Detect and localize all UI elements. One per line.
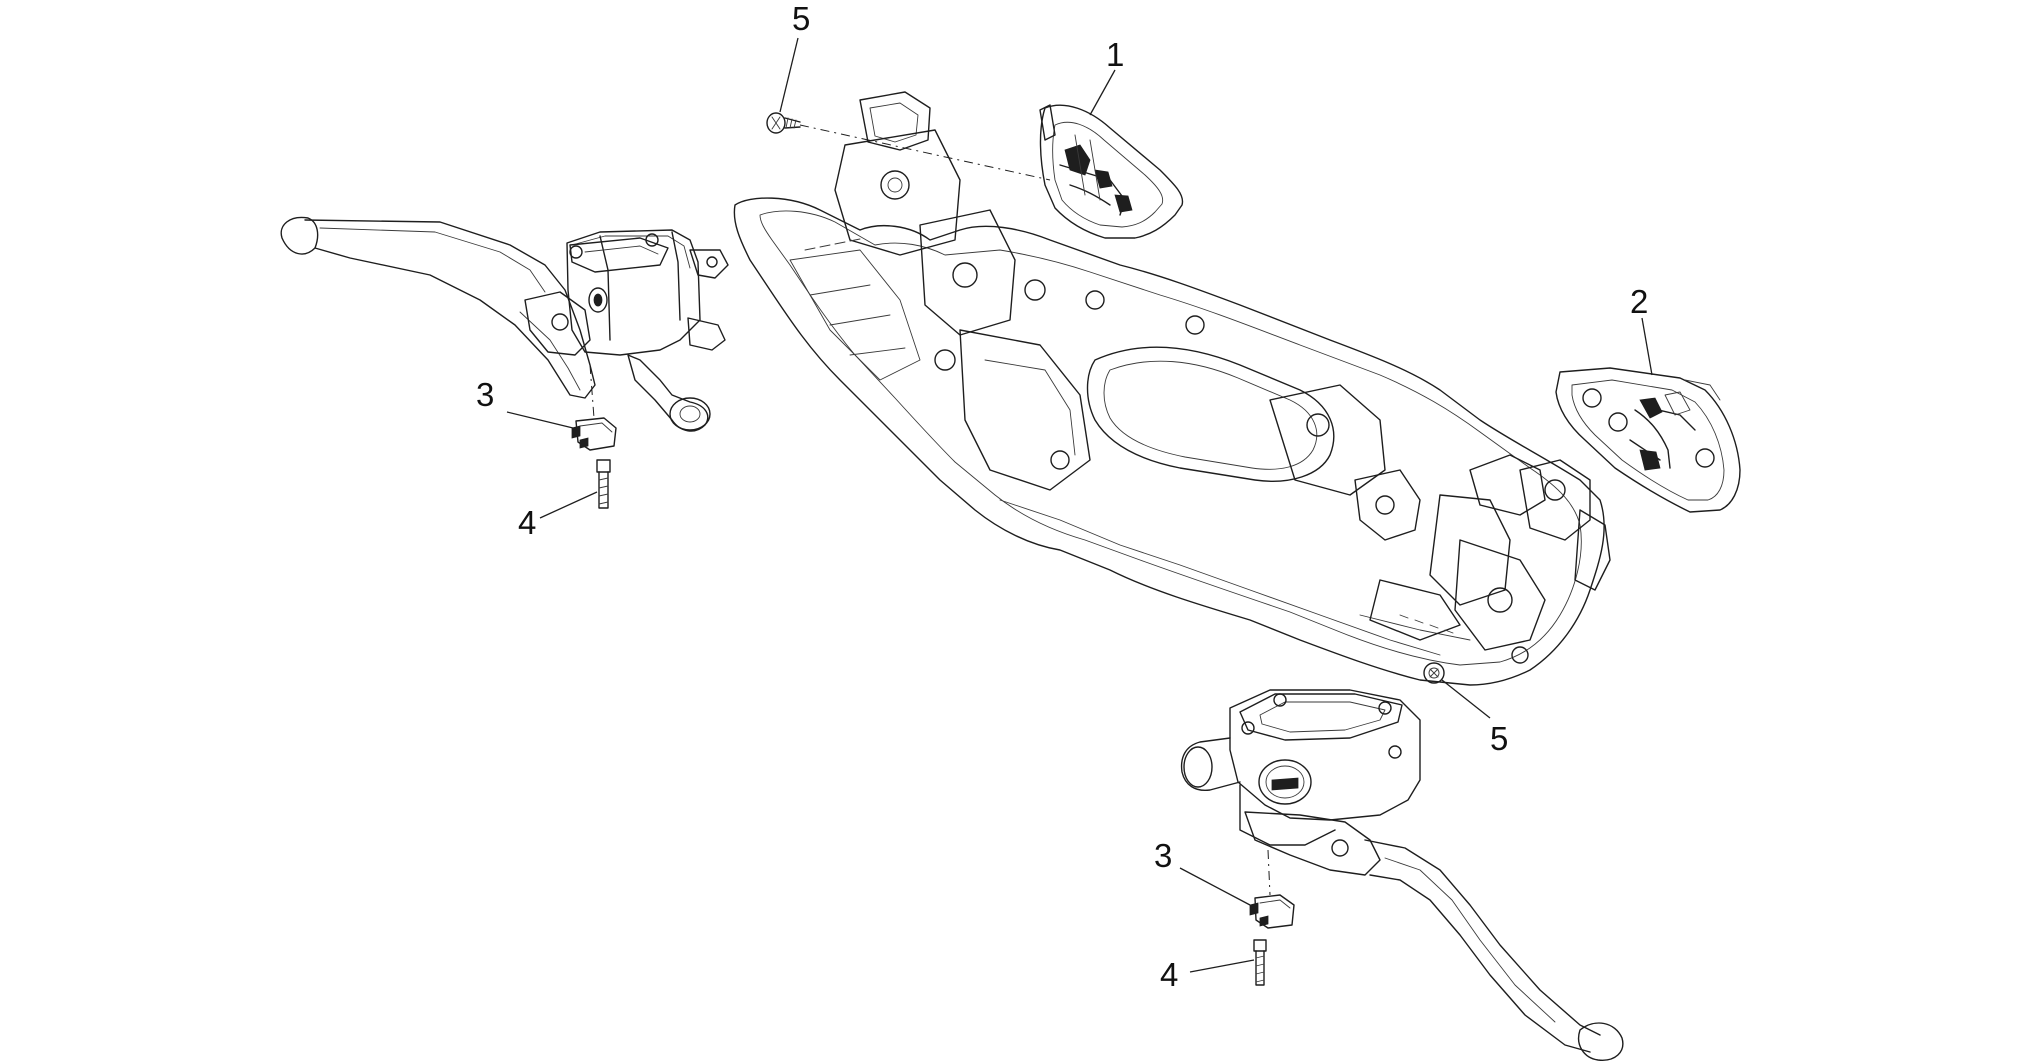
axis-left-switch [589,364,595,419]
part-1-switch-housing-top [1039,104,1184,239]
leader-5-top [779,37,799,113]
callouts: 1 2 3 4 5 5 3 4 [476,0,1648,993]
part-5-screw-top [766,112,801,134]
leader-1 [1089,69,1116,116]
part-2-switch-housing-right [1555,367,1741,513]
leader-3-right [1179,867,1251,906]
callout-5-right: 5 [1490,720,1508,757]
leader-4-right [1189,959,1255,973]
callout-3-right: 3 [1154,837,1172,874]
callout-4-right: 4 [1160,956,1178,993]
callout-3-left: 3 [476,376,494,413]
callout-4-left: 4 [518,504,536,541]
right-brake-lever-assembly [1180,689,1624,1061]
part-4-screw-left [596,459,611,509]
left-brake-lever-assembly [280,216,729,432]
leader-lines [506,37,1653,973]
part-5-washer-right [1423,662,1445,684]
axis-right-switch [1267,849,1271,896]
leader-3-left [506,411,574,429]
part-3-stop-switch-left [571,417,617,451]
callout-5-top: 5 [792,0,810,37]
handlebar-frame [733,91,1611,686]
part-4-screw-right [1253,939,1267,986]
part-3-stop-switch-right [1249,894,1295,929]
leader-5-right [1441,679,1491,719]
callout-1: 1 [1106,36,1124,73]
axis-top-screw [799,124,1051,181]
callout-2: 2 [1630,283,1648,320]
leader-2 [1641,317,1653,376]
leader-4-left [539,491,598,519]
